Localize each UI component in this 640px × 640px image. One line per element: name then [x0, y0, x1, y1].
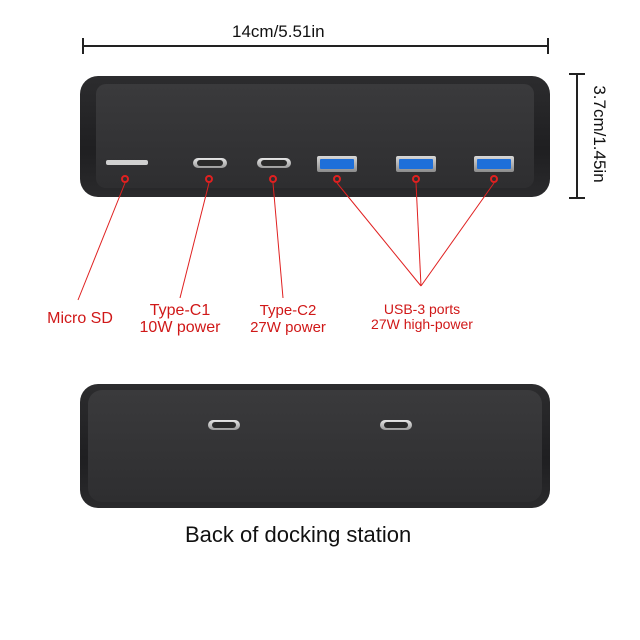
width-dimension-line	[82, 45, 548, 47]
height-dimension-line	[576, 73, 578, 198]
leader-line-micro-sd	[77, 182, 126, 301]
marker-dot-micro-sd	[121, 175, 129, 183]
dock-back-face	[88, 390, 542, 502]
width-dimension-tick-right	[547, 38, 549, 54]
height-dimension-tick-bottom	[569, 197, 585, 199]
marker-dot-usb-2	[412, 175, 420, 183]
label-type-c2-detail: 27W power	[250, 319, 326, 336]
label-micro-sd-name: Micro SD	[47, 310, 113, 327]
label-type-c1: Type-C1 10W power	[130, 302, 230, 336]
label-type-c2: Type-C2 27W power	[238, 302, 338, 336]
marker-dot-usb-1	[333, 175, 341, 183]
leader-line-type-c2	[272, 182, 284, 299]
width-label: 14cm/5.51in	[232, 22, 325, 41]
dock-front	[80, 76, 550, 197]
usb-a-port-1	[317, 156, 357, 172]
label-usb3: USB-3 ports 27W high-power	[360, 302, 484, 332]
back-type-c-port-left	[208, 420, 240, 430]
dock-front-face	[96, 84, 534, 188]
width-dimension-tick-left	[82, 38, 84, 54]
leader-line-usb-3	[420, 182, 495, 287]
leader-line-usb-2	[415, 182, 422, 287]
marker-dot-type-c2	[269, 175, 277, 183]
label-usb3-detail: 27W high-power	[371, 316, 473, 332]
label-usb3-name: USB-3 ports	[383, 301, 461, 317]
label-type-c1-detail: 10W power	[139, 319, 221, 336]
leader-line-type-c1	[179, 182, 210, 299]
type-c2-port	[257, 158, 291, 168]
dock-back	[80, 384, 550, 508]
marker-dot-type-c1	[205, 175, 213, 183]
marker-dot-usb-3	[490, 175, 498, 183]
leader-line-usb-1	[336, 182, 422, 287]
micro-sd-slot	[106, 160, 148, 165]
type-c1-port	[193, 158, 227, 168]
label-type-c1-name: Type-C1	[149, 302, 211, 319]
label-micro-sd: Micro SD	[30, 310, 130, 327]
usb-a-port-3	[474, 156, 514, 172]
usb-a-port-2	[396, 156, 436, 172]
label-type-c2-name: Type-C2	[259, 302, 317, 319]
back-type-c-port-right	[380, 420, 412, 430]
height-dimension-tick-top	[569, 73, 585, 75]
caption: Back of docking station	[185, 522, 412, 547]
